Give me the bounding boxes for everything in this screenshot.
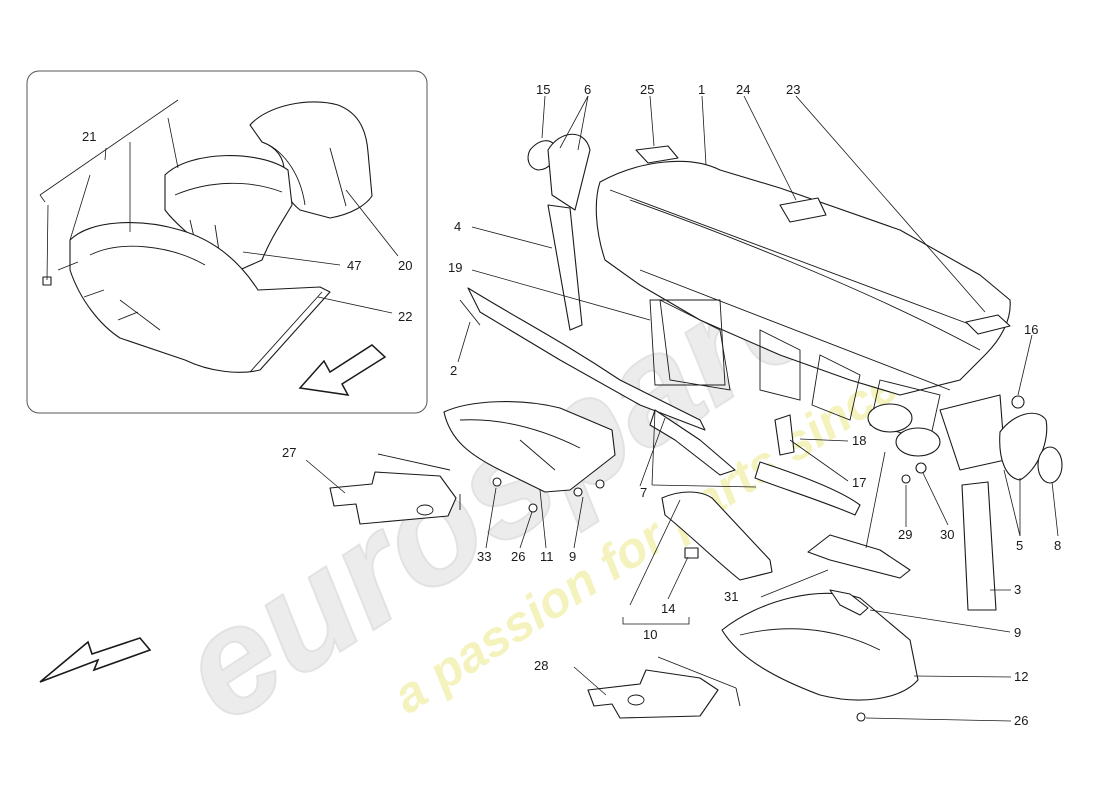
insulation-pad-28 xyxy=(587,669,719,719)
callout-24: 24 xyxy=(736,82,750,97)
bracket-31 xyxy=(807,534,911,579)
callout-3: 3 xyxy=(1014,582,1021,597)
inset-detail: 21 47 20 22 xyxy=(26,70,428,414)
inset-direction-arrow-icon xyxy=(298,344,387,396)
insulation-pad-27 xyxy=(329,471,457,525)
callout-28: 28 xyxy=(534,658,548,673)
callout-6: 6 xyxy=(584,82,591,97)
pillar-trim-left-4 xyxy=(547,204,583,331)
callout-25: 25 xyxy=(640,82,654,97)
screw-33 xyxy=(492,477,502,487)
connector-9a xyxy=(573,487,583,497)
callout-27: 27 xyxy=(282,445,296,460)
callout-12: 12 xyxy=(1014,669,1028,684)
callout-18: 18 xyxy=(852,433,866,448)
inset-frame xyxy=(26,70,428,414)
bracket-18 xyxy=(774,414,795,456)
screw-29 xyxy=(901,474,911,484)
connector-9a-2 xyxy=(595,479,605,489)
callout-15: 15 xyxy=(536,82,550,97)
callout-7: 7 xyxy=(640,485,647,500)
callout-20: 20 xyxy=(398,258,412,273)
connector-9b xyxy=(829,589,869,616)
side-vent-23 xyxy=(965,314,1011,335)
switch-14 xyxy=(684,547,699,559)
screw-26a xyxy=(528,503,538,513)
lower-cowl xyxy=(69,222,331,373)
callout-14: 14 xyxy=(661,601,675,616)
callout-1: 1 xyxy=(698,82,705,97)
dashboard-assembly: 15 6 25 1 24 23 4 19 2 16 18 17 7 29 30 … xyxy=(39,82,1063,728)
callout-31: 31 xyxy=(724,589,738,604)
view-direction-arrow-icon xyxy=(39,637,152,683)
callout-21: 21 xyxy=(82,129,96,144)
callout-4: 4 xyxy=(454,219,461,234)
center-vent-right xyxy=(895,427,941,457)
callout-5: 5 xyxy=(1016,538,1023,553)
right-end-bracket xyxy=(939,394,1006,471)
pillar-trim-right-3 xyxy=(961,481,997,611)
right-vent-8 xyxy=(1037,446,1063,484)
callout-11: 11 xyxy=(540,549,554,564)
lower-trim-17 xyxy=(754,461,861,516)
callout-8: 8 xyxy=(1054,538,1061,553)
screw-26b xyxy=(856,712,866,722)
leader-lines xyxy=(305,95,1059,722)
callout-30: 30 xyxy=(940,527,954,542)
callout-47: 47 xyxy=(347,258,361,273)
callout-9a: 9 xyxy=(569,549,576,564)
knee-bolster-10 xyxy=(661,491,773,581)
callout-26b: 26 xyxy=(1014,713,1028,728)
callout-9b: 9 xyxy=(1014,625,1021,640)
top-vent-25 xyxy=(635,145,679,164)
callout-labels: 15 6 25 1 24 23 4 19 2 16 18 17 7 29 30 … xyxy=(282,82,1061,728)
center-vent-left xyxy=(867,403,913,433)
callout-10: 10 xyxy=(643,627,657,642)
washer-30 xyxy=(915,462,927,474)
lower-glovebox-12 xyxy=(721,592,919,701)
callout-33: 33 xyxy=(477,549,491,564)
side-vent-6 xyxy=(547,133,591,211)
glovebox-housing-11 xyxy=(443,401,616,493)
callout-26a: 26 xyxy=(511,549,525,564)
callout-19: 19 xyxy=(448,260,462,275)
top-vent-24 xyxy=(779,197,827,223)
lower-trim-7 xyxy=(649,409,736,476)
dashboard-top xyxy=(595,160,1011,396)
callout-23: 23 xyxy=(786,82,800,97)
callout-2: 2 xyxy=(450,363,457,378)
callout-22: 22 xyxy=(398,309,412,324)
callout-17: 17 xyxy=(852,475,866,490)
callout-29: 29 xyxy=(898,527,912,542)
dash-trim-strip xyxy=(467,287,706,431)
callout-16: 16 xyxy=(1024,322,1038,337)
nut-16 xyxy=(1011,395,1025,409)
